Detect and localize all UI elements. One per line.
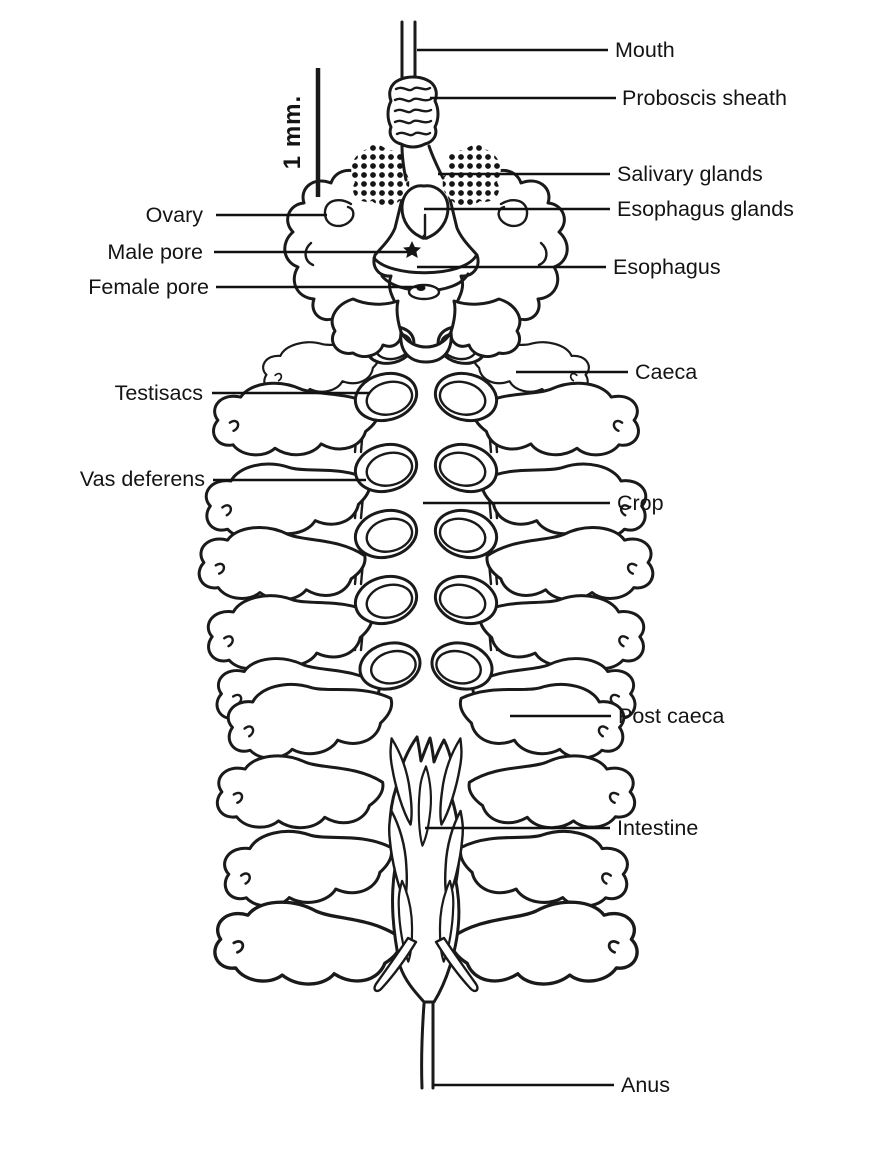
head-right [441,143,569,358]
head-collar-lobe [330,297,403,358]
post-caecum-inner-curl [243,725,255,738]
label-mouth: Mouth [615,38,675,62]
male-pore-star [403,241,421,258]
head-left [283,144,410,358]
label-esophagus: Esophagus [613,255,721,279]
post-caeca-right [446,675,642,997]
testisac-inner [365,583,414,619]
body-segments-left [197,325,422,731]
label-ovary: Ovary [145,203,203,227]
scale-bar-label: 1 mm. [279,94,306,170]
caecum-lobe [206,594,374,671]
label-vas-deferens: Vas deferens [79,467,205,491]
testisac-inner [365,517,414,553]
label-anus: Anus [621,1073,671,1097]
esophagus-neck [400,144,445,182]
caecum-inner-curl [228,419,240,433]
esophagus-oval [407,283,441,301]
label-intestine: Intestine [617,816,699,840]
label-crop: Crop [617,491,664,515]
esophagus-upper-lip [372,254,478,275]
caecum-lobe [197,526,367,602]
label-male-pore: Male pore [107,240,203,264]
caecum-lobe [212,381,381,457]
label-salivary-glands: Salivary glands [617,162,763,186]
label-esophagus-glands: Esophagus glands [617,197,794,221]
testisac-inner [365,380,414,416]
intestine-branch-center [417,765,432,847]
label-proboscis-sheath: Proboscis sheath [622,86,787,110]
caecum-inner-curl [221,504,233,517]
caecum-inner-curl [223,635,234,648]
caecum-inner-curl [274,372,283,382]
salivary-gland-cluster [351,144,410,206]
post-caecum-lobe [226,683,394,760]
head-bottom-u [399,330,453,364]
post-caecum-lobe [213,900,403,986]
intestine-branch [389,737,413,826]
post-caecum-inner-curl [232,791,244,804]
caecum-lobe [204,462,372,539]
label-female-pore: Female pore [88,275,209,299]
label-caeca: Caeca [635,360,698,384]
caecum-inner-curl [214,562,226,575]
post-caeca-left [213,683,403,986]
mouth-tube [400,20,417,82]
post-caecum-inner-curl [232,940,245,954]
wing-inner-curl [323,199,355,228]
leader-lines [212,48,628,1087]
intestine-spike-left [373,936,418,993]
label-testisacs: Testisacs [114,381,203,405]
testisac-inner [369,649,417,685]
post-caecum-lobe [223,829,394,908]
body-segments-right [425,320,656,737]
anus-tube [420,1002,435,1090]
proboscis-ribs [393,86,433,137]
post-caecum-inner-curl [239,872,251,885]
testisac-inner [365,451,414,487]
proboscis-sheath [386,75,440,149]
post-caecum-lobe [215,754,385,830]
wing-inner-line [304,241,315,267]
label-post-caeca: Post caeca [618,704,725,728]
